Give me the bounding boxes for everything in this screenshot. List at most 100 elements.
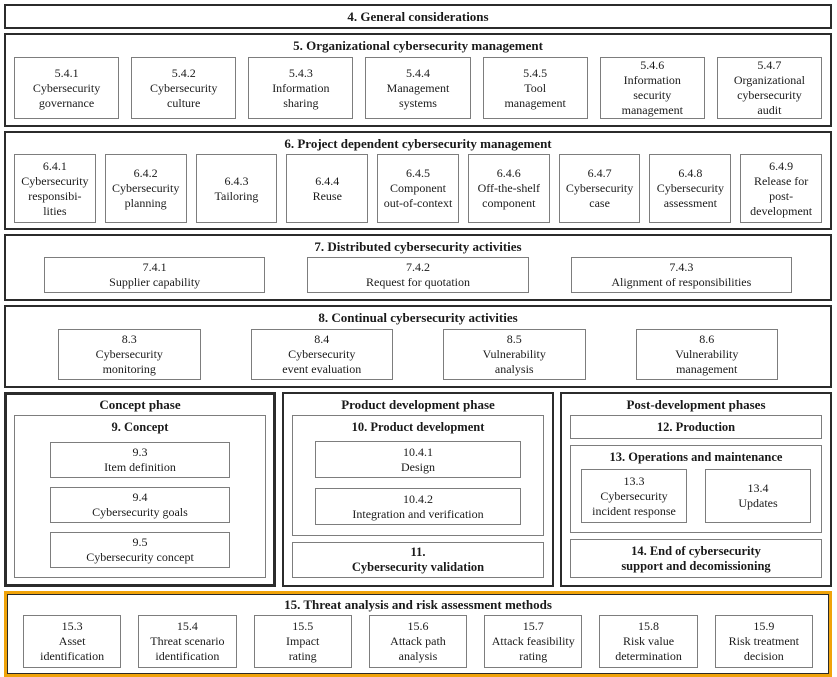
box-14-end-of-support: 14. End of cybersecurity support and dec…	[570, 539, 822, 578]
phase-post-development: Post-development phases 12. Production 1…	[560, 392, 832, 587]
section-title: 8. Continual cybersecurity activities	[318, 310, 518, 325]
item-label: Design	[401, 459, 435, 474]
item-number: 15.9	[753, 619, 775, 633]
item-label: Cybersecurity responsibi- lities	[21, 173, 89, 218]
item-label: Cybersecurity incident response	[592, 488, 676, 518]
section-general-considerations: 4. General considerations	[4, 4, 832, 29]
item-number: 15.3	[61, 619, 83, 633]
item-label: Updates	[738, 496, 778, 510]
item-number: 15.7	[522, 619, 544, 633]
subsection-title: 11. Cybersecurity validation	[351, 545, 485, 574]
item-number: 6.4.1	[42, 158, 67, 173]
item-label: Attack path analysis	[390, 634, 446, 663]
item-number: 10.4.1	[403, 444, 433, 459]
item-label: Tailoring	[214, 188, 259, 203]
section-title: 4. General considerations	[347, 9, 489, 24]
item-number: 5.4.2	[171, 65, 196, 80]
item-label: Cybersecurity event evaluation	[282, 347, 362, 376]
item-number: 8.5	[506, 332, 522, 346]
item-number: 5.4.6	[640, 58, 665, 72]
item-label: Information sharing	[272, 80, 330, 110]
item-label: Risk treatment decision	[728, 634, 799, 663]
item-number: 10.4.2	[403, 491, 433, 506]
item-number: 7.4.2	[405, 260, 430, 274]
item-number: 15.4	[176, 619, 198, 633]
section-title: 5. Organizational cybersecurity manageme…	[293, 38, 543, 53]
subsection-title: 13. Operations and maintenance	[609, 450, 783, 464]
item-number: 9.5	[132, 535, 148, 549]
item-number: 8.3	[121, 332, 137, 346]
item-label: Risk value determination	[615, 634, 682, 663]
item-label: Tool management	[504, 80, 566, 110]
section-title: 15. Threat analysis and risk assessment …	[284, 597, 552, 612]
item-label: Cybersecurity goals	[92, 505, 188, 519]
section-continual-activities: 8. Continual cybersecurity activities 8.…	[4, 305, 832, 388]
item-label: Request for quotation	[366, 275, 470, 289]
item-label: Off-the-shelf component	[477, 181, 540, 210]
item-number: 13.3	[623, 473, 645, 488]
item-number: 9.4	[132, 490, 148, 504]
section-title: 7. Distributed cybersecurity activities	[314, 239, 522, 254]
section-organizational-management: 5. Organizational cybersecurity manageme…	[4, 33, 832, 127]
item-number: 9.3	[132, 445, 148, 459]
item-label: Release for post- development	[750, 173, 813, 218]
item-label: Impact rating	[286, 634, 320, 663]
section-title: 6. Project dependent cybersecurity manag…	[284, 136, 552, 151]
item-number: 6.4.2	[133, 166, 158, 180]
item-label: Organizational cybersecurity audit	[733, 73, 805, 117]
item-number: 7.4.3	[669, 260, 694, 274]
item-number: 6.4.9	[769, 158, 794, 173]
item-number: 5.4.4	[405, 65, 430, 80]
phase-title: Post-development phases	[626, 397, 766, 412]
subsection-title: 9. Concept	[111, 420, 169, 434]
item-number: 6.4.3	[224, 173, 249, 188]
item-number: 15.8	[638, 619, 660, 633]
item-label: Cybersecurity assessment	[656, 181, 725, 210]
section-threat-analysis-risk-assessment: 15. Threat analysis and risk assessment …	[4, 591, 832, 677]
item-label: Vulnerability analysis	[482, 347, 546, 376]
phase-title: Concept phase	[99, 397, 181, 412]
item-label: Integration and verification	[352, 506, 484, 521]
item-number: 5.4.5	[523, 65, 548, 80]
item-label: Cybersecurity concept	[86, 550, 194, 564]
section-distributed-activities: 7. Distributed cybersecurity activities …	[4, 234, 832, 301]
phase-title: Product development phase	[341, 397, 495, 412]
item-number: 5.4.7	[757, 58, 782, 72]
item-label: Alignment of responsibilities	[611, 275, 752, 289]
item-number: 6.4.5	[406, 166, 431, 180]
